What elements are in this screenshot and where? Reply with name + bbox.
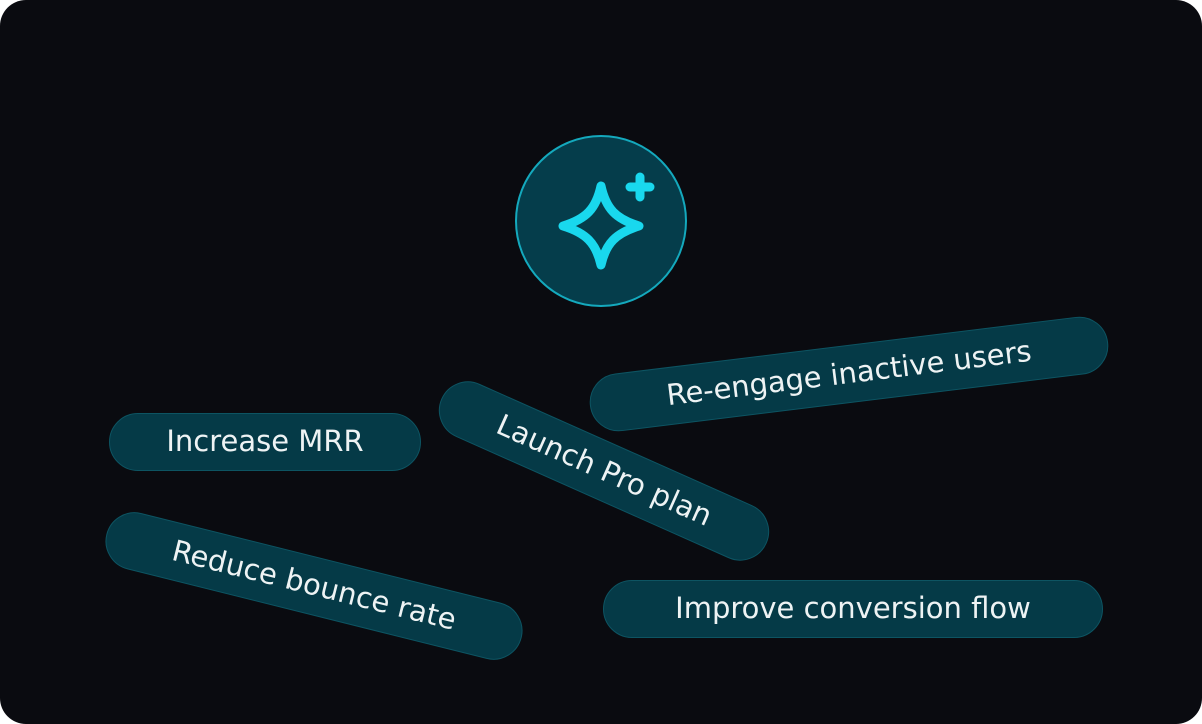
sparkle-icon	[558, 172, 655, 270]
tag-improve-conversion-flow[interactable]: Improve conversion flow	[603, 580, 1103, 638]
tag-re-engage-inactive-users[interactable]: Re-engage inactive users	[586, 313, 1112, 435]
tag-label: Improve conversion flow	[675, 591, 1031, 625]
tag-label: Increase MRR	[166, 424, 364, 458]
tag-reduce-bounce-rate[interactable]: Reduce bounce rate	[99, 506, 529, 666]
tag-increase-mrr[interactable]: Increase MRR	[109, 413, 421, 471]
ai-badge	[515, 135, 687, 307]
tag-label: Re-engage inactive users	[664, 333, 1034, 413]
tag-label: Reduce bounce rate	[168, 533, 460, 637]
